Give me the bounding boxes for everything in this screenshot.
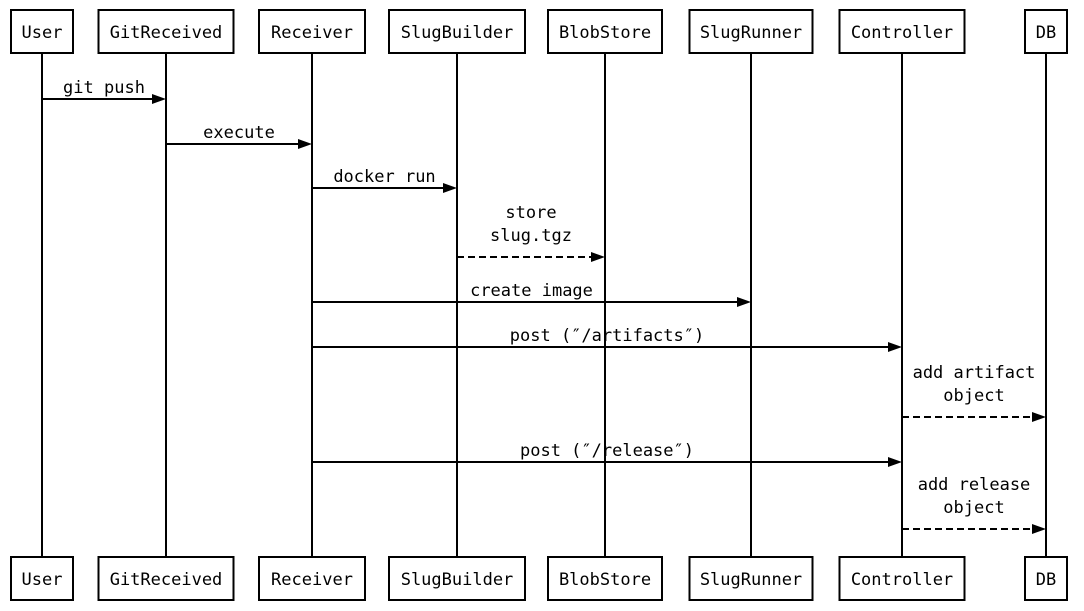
actor-top-label-slugbuilder: SlugBuilder <box>401 23 514 43</box>
actor-bottom-label-slugbuilder: SlugBuilder <box>401 570 514 590</box>
actor-bottom-label-user: User <box>22 570 63 590</box>
actor-top-label-receiver: Receiver <box>271 23 353 43</box>
arrowhead-icon-create-image <box>737 297 751 307</box>
actor-bottom-label-receiver: Receiver <box>271 570 353 590</box>
message-label-line: post (″/release″) <box>520 441 694 461</box>
message-label-add-artifact-object: add artifact object <box>913 363 1036 406</box>
message-label-create-image: create image <box>470 281 593 301</box>
message-add-artifact-object: add artifact object <box>902 363 1046 422</box>
message-git-push: git push <box>42 78 166 104</box>
actor-bottom-label-slugrunner: SlugRunner <box>700 570 802 590</box>
message-label-post-release: post (″/release″) <box>520 441 694 461</box>
arrowhead-icon-add-release-object <box>1032 524 1046 534</box>
actor-bottom-box-blobstore <box>547 556 663 601</box>
actor-bottom-box-slugbuilder <box>388 556 526 601</box>
actor-bottom-label-controller: Controller <box>851 570 953 590</box>
actor-bottom-label-blobstore: BlobStore <box>559 570 651 590</box>
message-add-release-object: add release object <box>902 475 1046 534</box>
actor-top-box-blobstore <box>547 9 663 54</box>
actor-bottom-box-receiver <box>258 556 366 601</box>
message-label-post-artifacts: post (″/artifacts″) <box>510 326 704 346</box>
message-execute: execute <box>166 123 312 149</box>
actor-bottom-box-user <box>10 556 74 601</box>
actor-top-box-user <box>10 9 74 54</box>
arrowhead-icon-post-release <box>888 457 902 467</box>
message-store-slug-tgz: store slug.tgz <box>457 203 605 262</box>
actor-top-label-controller: Controller <box>851 23 953 43</box>
actor-bottom-box-slugrunner <box>688 556 814 601</box>
actor-top-box-receiver <box>258 9 366 54</box>
arrowhead-icon-docker-run <box>443 183 457 193</box>
message-label-line: create image <box>470 281 593 301</box>
arrowhead-icon-git-push <box>152 94 166 104</box>
message-label-line: store <box>505 203 556 223</box>
message-label-execute: execute <box>203 123 275 143</box>
actor-top-label-user: User <box>22 23 63 43</box>
actor-top-label-db: DB <box>1036 23 1056 43</box>
actor-bottom-label-gitreceived: GitReceived <box>110 570 223 590</box>
message-label-docker-run: docker run <box>333 167 435 187</box>
message-post-release: post (″/release″) <box>312 441 902 467</box>
arrowhead-icon-store-slug-tgz <box>591 252 605 262</box>
actor-top-label-gitreceived: GitReceived <box>110 23 223 43</box>
actor-bottom-label-db: DB <box>1036 570 1056 590</box>
message-label-line: slug.tgz <box>490 226 572 246</box>
arrowhead-icon-post-artifacts <box>888 342 902 352</box>
message-post-artifacts: post (″/artifacts″) <box>312 326 902 352</box>
arrowhead-icon-add-artifact-object <box>1032 412 1046 422</box>
message-label-store-slug-tgz: store slug.tgz <box>490 203 572 246</box>
message-label-line: execute <box>203 123 275 143</box>
actor-top-box-gitreceived <box>97 9 235 54</box>
message-label-add-release-object: add release object <box>918 475 1031 518</box>
message-label-line: add artifact <box>913 363 1036 383</box>
actor-bottom-box-db <box>1024 556 1068 601</box>
message-create-image: create image <box>312 281 751 307</box>
actor-bottom-box-gitreceived <box>97 556 235 601</box>
actor-bottom-box-controller <box>838 556 966 601</box>
message-label-line: git push <box>63 78 145 98</box>
message-label-line: object <box>943 498 1004 518</box>
actor-top-box-slugbuilder <box>388 9 526 54</box>
message-docker-run: docker run <box>312 167 457 193</box>
actor-top-box-slugrunner <box>688 9 814 54</box>
actor-top-box-db <box>1024 9 1068 54</box>
actor-top-box-controller <box>838 9 966 54</box>
message-label-line: add release <box>918 475 1031 495</box>
message-label-line: object <box>943 386 1004 406</box>
message-label-line: docker run <box>333 167 435 187</box>
actor-top-label-slugrunner: SlugRunner <box>700 23 802 43</box>
message-label-line: post (″/artifacts″) <box>510 326 704 346</box>
actor-top-label-blobstore: BlobStore <box>559 23 651 43</box>
arrowhead-icon-execute <box>298 139 312 149</box>
message-label-git-push: git push <box>63 78 145 98</box>
actor-db: DB DB <box>1024 9 1068 601</box>
